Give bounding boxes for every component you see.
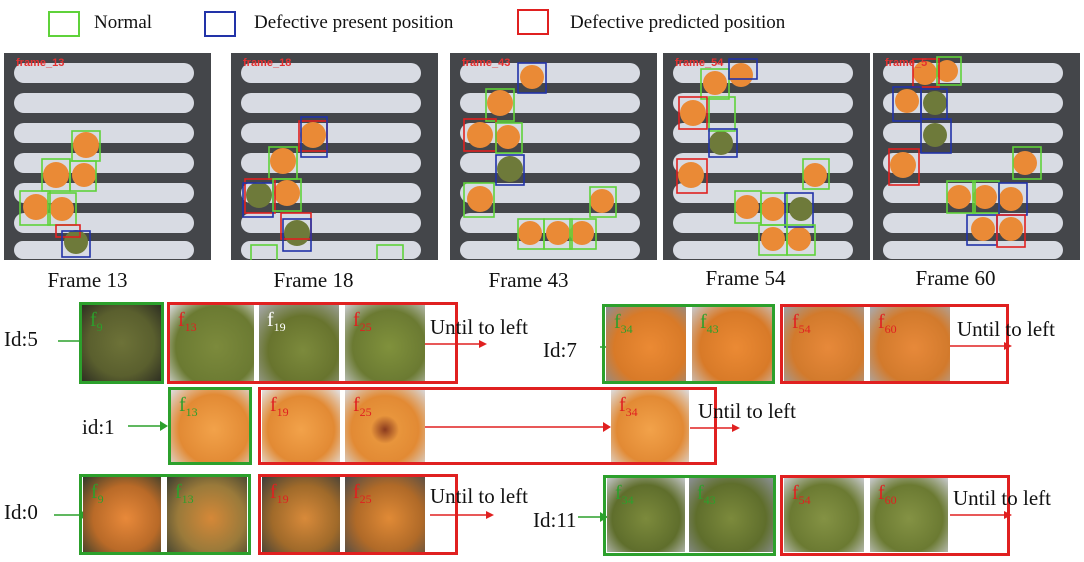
defective-group-frame bbox=[167, 302, 458, 384]
conveyor-image bbox=[663, 53, 870, 260]
fruit-tile: f25 bbox=[345, 305, 425, 381]
track-id-label: Id:11 bbox=[533, 508, 577, 532]
arrow-icon bbox=[950, 511, 1012, 519]
fruit-tile: f25 bbox=[345, 390, 425, 462]
legend-normal-label: Normal bbox=[94, 12, 153, 33]
frame-tag: frame_5 bbox=[885, 57, 928, 69]
fruit-tile: f9 bbox=[82, 305, 161, 381]
fruit-tile: f19 bbox=[262, 390, 340, 462]
arrow-icon bbox=[430, 511, 494, 519]
arrow-icon bbox=[425, 340, 487, 348]
conveyor-image bbox=[4, 53, 211, 260]
frame-tag: frame_18 bbox=[243, 57, 292, 69]
legend-normal-swatch bbox=[48, 11, 80, 37]
frame-panel-13: frame_13 bbox=[4, 53, 211, 260]
normal-group-frame bbox=[602, 304, 775, 384]
arrow-icon bbox=[128, 421, 168, 431]
frame-tag: frame_54 bbox=[675, 57, 724, 69]
track-id-label: id:1 bbox=[82, 415, 115, 439]
fruit-tile: f54 bbox=[784, 478, 864, 552]
legend-present-swatch bbox=[204, 11, 236, 37]
frame-label: f54 bbox=[792, 311, 811, 336]
frame-label: f25 bbox=[353, 481, 372, 506]
arrow-icon bbox=[950, 342, 1012, 350]
frame-label: f54 bbox=[792, 482, 811, 507]
frame-panel-60: frame_5 bbox=[873, 53, 1080, 260]
fruit-tile: f13 bbox=[167, 477, 247, 552]
frame-label: f34 bbox=[614, 311, 633, 336]
conveyor-image bbox=[873, 53, 1080, 260]
frame-label: f43 bbox=[697, 482, 716, 507]
fruit-tile: f60 bbox=[870, 478, 948, 552]
frame-tag: frame_43 bbox=[462, 57, 511, 69]
until-note: Until to left bbox=[430, 484, 528, 508]
frame-label: f43 bbox=[700, 311, 719, 336]
frame-panel-18: frame_18 bbox=[231, 53, 438, 260]
frame-label: f13 bbox=[179, 394, 198, 419]
frame-caption: Frame 60 bbox=[915, 266, 996, 290]
until-note: Until to left bbox=[698, 399, 796, 423]
fruit-tile: f13 bbox=[170, 305, 254, 381]
until-note: Until to left bbox=[957, 317, 1055, 341]
defective-group-frame bbox=[258, 387, 717, 465]
fruit-tile: f54 bbox=[784, 307, 864, 381]
fruit-tile: f19 bbox=[262, 477, 340, 552]
frame-caption: Frame 43 bbox=[488, 268, 569, 292]
fruit-tile: f13 bbox=[171, 390, 249, 462]
fruit-tile: f43 bbox=[689, 478, 773, 552]
frame-label: f9 bbox=[90, 309, 103, 334]
frame-tag: frame_13 bbox=[16, 57, 65, 69]
frame-panel-54: frame_54 bbox=[663, 53, 870, 260]
conveyor-image bbox=[450, 53, 657, 260]
normal-group-frame bbox=[79, 302, 164, 384]
fruit-tile: f34 bbox=[611, 390, 689, 462]
frame-caption: Frame 54 bbox=[705, 266, 786, 290]
until-note: Until to left bbox=[430, 315, 528, 339]
fruit-tile: f34 bbox=[607, 478, 685, 552]
legend-present-label: Defective present position bbox=[254, 12, 454, 33]
track-id-label: Id:0 bbox=[4, 500, 38, 524]
frame-label: f19 bbox=[267, 309, 286, 334]
frame-caption: Frame 13 bbox=[47, 268, 128, 292]
fruit-tile: f60 bbox=[870, 307, 950, 381]
fruit-tile: f9 bbox=[83, 477, 161, 552]
fruit-tile: f43 bbox=[692, 307, 772, 381]
frame-label: f19 bbox=[270, 394, 289, 419]
normal-group-frame bbox=[603, 475, 776, 556]
frame-caption: Frame 18 bbox=[273, 268, 354, 292]
fruit-tile: f19 bbox=[259, 305, 339, 381]
arrow-icon bbox=[425, 422, 611, 432]
frame-label: f34 bbox=[619, 394, 638, 419]
frame-label: f25 bbox=[353, 309, 372, 334]
normal-group-frame bbox=[79, 474, 251, 555]
frame-label: f13 bbox=[178, 309, 197, 334]
track-id-label: Id:7 bbox=[543, 338, 577, 362]
conveyor-image bbox=[231, 53, 438, 260]
legend-predicted-swatch bbox=[517, 9, 549, 35]
frame-label: f13 bbox=[175, 481, 194, 506]
fruit-tile: f25 bbox=[345, 477, 425, 552]
frame-label: f60 bbox=[878, 482, 897, 507]
frame-label: f34 bbox=[615, 482, 634, 507]
track-id-label: Id:5 bbox=[4, 327, 38, 351]
defective-group-frame bbox=[258, 474, 458, 555]
frame-label: f9 bbox=[91, 481, 104, 506]
frame-panel-43: frame_43 bbox=[450, 53, 657, 260]
frame-label: f25 bbox=[353, 394, 372, 419]
legend-predicted-label: Defective predicted position bbox=[570, 12, 786, 33]
arrow-icon bbox=[690, 424, 740, 432]
until-note: Until to left bbox=[953, 486, 1051, 510]
normal-group-frame bbox=[168, 387, 252, 465]
fruit-tile: f34 bbox=[606, 307, 686, 381]
frame-label: f60 bbox=[878, 311, 897, 336]
frame-label: f19 bbox=[270, 481, 289, 506]
